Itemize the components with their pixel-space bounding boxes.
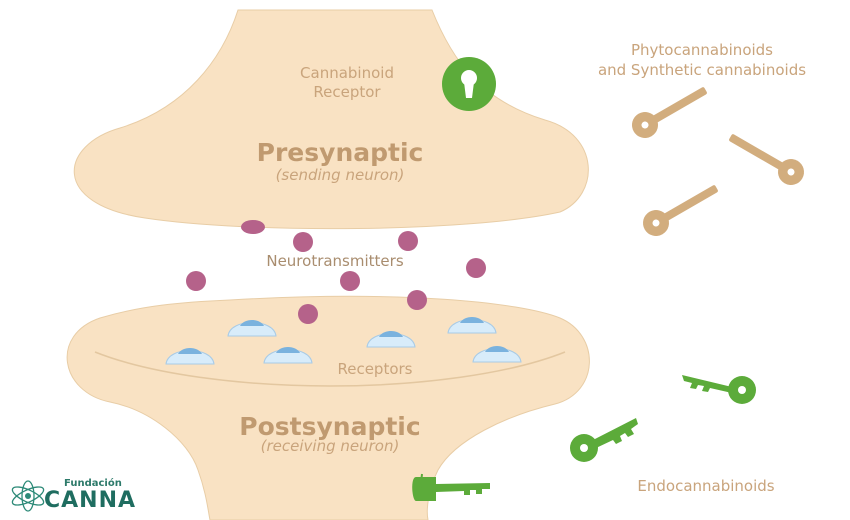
- presynaptic-neuron: [74, 10, 588, 229]
- tan-key-icon: [638, 177, 723, 241]
- neurotransmitter-dot: [407, 290, 427, 310]
- logo-line2: CANNA: [44, 488, 136, 513]
- phytocannabinoids-label-line2: and Synthetic cannabinoids: [552, 60, 850, 80]
- neurotransmitter-dot: [466, 258, 486, 278]
- phytocannabinoids-label: Phytocannabinoids and Synthetic cannabin…: [552, 40, 850, 80]
- neurotransmitter-dot: [293, 232, 313, 252]
- keyhole-lock-icon: [442, 57, 496, 111]
- tan-key-icon: [724, 126, 809, 190]
- neurotransmitter-dot: [186, 271, 206, 291]
- neurotransmitters-label: Neurotransmitters: [210, 252, 460, 270]
- endocannabinoids-label: Endocannabinoids: [596, 477, 816, 495]
- neurotransmitter-dot: [298, 304, 318, 324]
- neurotransmitter-dot: [398, 231, 418, 251]
- cannabinoid-receptor-label-line1: Cannabinoid: [272, 64, 422, 83]
- postsynaptic-subtitle: (receiving neuron): [170, 437, 490, 455]
- receptors-label: Receptors: [300, 360, 450, 378]
- cannabinoid-receptor-label: Cannabinoid Receptor: [272, 64, 422, 102]
- cannabinoid-receptor-label-line2: Receptor: [272, 83, 422, 102]
- presynaptic-subtitle: (sending neuron): [170, 166, 510, 184]
- neurotransmitter-dot: [241, 220, 265, 234]
- neurotransmitter-dot: [340, 271, 360, 291]
- tan-key-icon: [627, 79, 712, 143]
- presynaptic-title: Presynaptic: [170, 138, 510, 167]
- atom-icon: [8, 476, 48, 516]
- phytocannabinoids-label-line1: Phytocannabinoids: [552, 40, 850, 60]
- fundacion-canna-logo: Fundación CANNA: [8, 476, 168, 518]
